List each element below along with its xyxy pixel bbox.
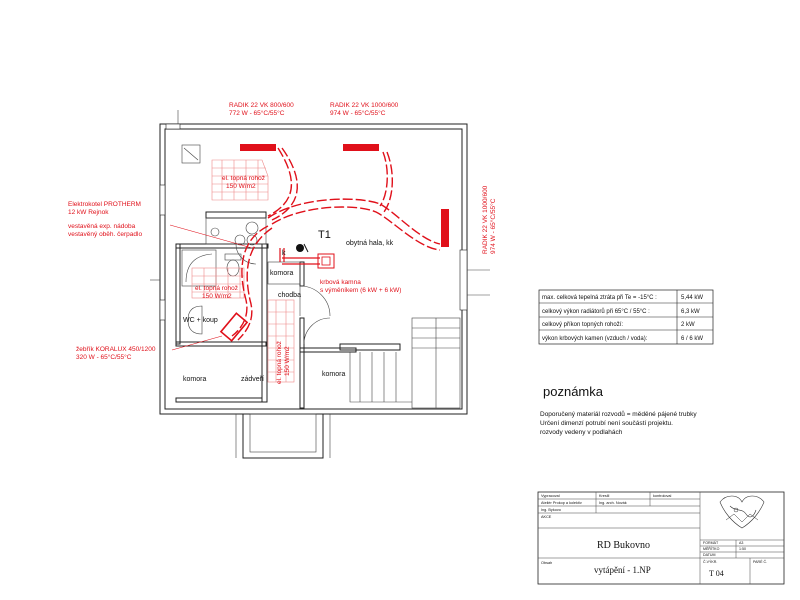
boiler-line3: vestavěná exp. nádoba [68,223,136,230]
tb-row3a: Ing. Bykovo [541,508,561,512]
title-block [537,491,785,585]
heating-mat-bath [191,267,245,299]
radiator-2-spec: 974 W - 65°C/55°C [330,109,386,117]
tb-scale-value: 1:50 [739,547,746,551]
tb-date: DATUM [703,553,716,557]
fireplace-line2: s výměníkem (6 kW + 6 kW) [320,287,401,294]
radiator-3-spec: 974 W - 65°C/55°C [489,198,497,254]
tb-format: FORMÁT [703,541,719,545]
building-walls [150,110,490,415]
table-row-2-label: celkový výkon radiátorů při 65°C / 55°C … [542,308,650,315]
note-line3: rozvody vedeny v podlahách [540,429,623,436]
tb-row2b: Ing. arch. Novák [599,501,627,505]
leader-lines [169,224,253,351]
table-row-4-value: 6 / 6 kW [681,336,703,342]
note-line1: Doporučený materiál rozvodů = měděné páj… [540,410,697,418]
mat-bath-line2: 150 W/m2 [202,293,232,300]
mat-bath-line1: el. topná rohož [195,285,238,292]
ladder-line2: 320 W - 65°C/55°C [76,353,132,361]
mat-hall-line1: el. topná rohož [276,341,283,384]
interior-walls [175,144,461,459]
fireplace-tag: T1 [318,229,331,241]
boiler-line4: vestavěný oběh. čerpadlo [68,231,142,238]
radiator-2 [343,144,379,151]
room-komora-3: komora [322,371,345,378]
heating-mat-kitchen [211,159,269,201]
tb-drawing: vytápění - 1.NP [594,565,651,575]
room-chodba: chodba [278,292,301,299]
tb-sheet-label: Č.VÝKR. [703,559,717,564]
room-living: obytná hala, kk [346,240,394,247]
tb-scale: MĚŘÍTKO [703,546,720,551]
ladder-radiator [219,312,249,342]
emblem-icon [719,495,765,529]
note-line2: Určení dimenzí potrubí není součástí pro… [540,420,673,427]
mat-kitchen-line1: el. topná rohož [222,175,265,182]
radiator-3 [441,209,449,247]
tb-pare-label: PARÉ Č. [753,559,767,564]
tb-kreslil: Kreslil [599,494,609,498]
radiator-2-name: RADIK 22 VK 1000/600 [330,102,399,109]
tb-vypracoval: Vypracoval [541,494,560,498]
tb-kontroloval: kontroloval [653,494,672,498]
boiler-line1: Elektrokotel PROTHERM [68,201,141,208]
tb-row2a: Ateliér Prokop a kolektiv [541,501,582,505]
boiler-line2: 12 kW Rejnok [68,209,109,216]
room-zadveri: zádveří [241,376,264,383]
table-row-1-label: max. celková tepelná ztráta při Te = -15… [542,295,657,301]
room-komora-1: komora [270,270,293,277]
table-row-2-value: 6,3 kW [681,309,700,315]
radiator-1-spec: 772 W - 65°C/55°C [229,109,285,117]
tb-akce: AKCE [541,515,552,519]
table-row-1-value: 5,44 kW [681,295,703,301]
table-row-4-label: výkon krbových kamen (vzduch / voda): [542,336,648,342]
heating-mat-hall [267,299,295,383]
note-title: poznámka [543,384,604,399]
tb-format-value: A3 [739,541,743,545]
tb-sheet-number: T 04 [709,569,724,578]
tb-obsah: Obsah [541,561,552,565]
table-row-3-label: celkový příkon topných rohoží: [542,322,623,328]
table-row-3-value: 2 kW [681,322,695,328]
fireplace-k: k [282,250,286,257]
radiator-1 [240,144,276,151]
radiator-1-name: RADIK 22 VK 800/600 [229,102,294,109]
mat-kitchen-line2: 150 W/m2 [226,183,256,190]
room-wc: WC + koup [183,317,218,324]
fireplace-line1: krbová kamna [320,279,361,286]
summary-table [538,289,714,345]
room-komora-2: komora [183,376,206,383]
ladder-line1: žebřík KORALUX 450/1200 [76,346,156,353]
heating-pipes [231,147,441,341]
tb-project: RD Bukovno [597,540,650,551]
radiator-3-name: RADIK 22 VK 1000/600 [482,185,489,254]
mat-hall-line2: 150 W/m2 [284,346,291,376]
